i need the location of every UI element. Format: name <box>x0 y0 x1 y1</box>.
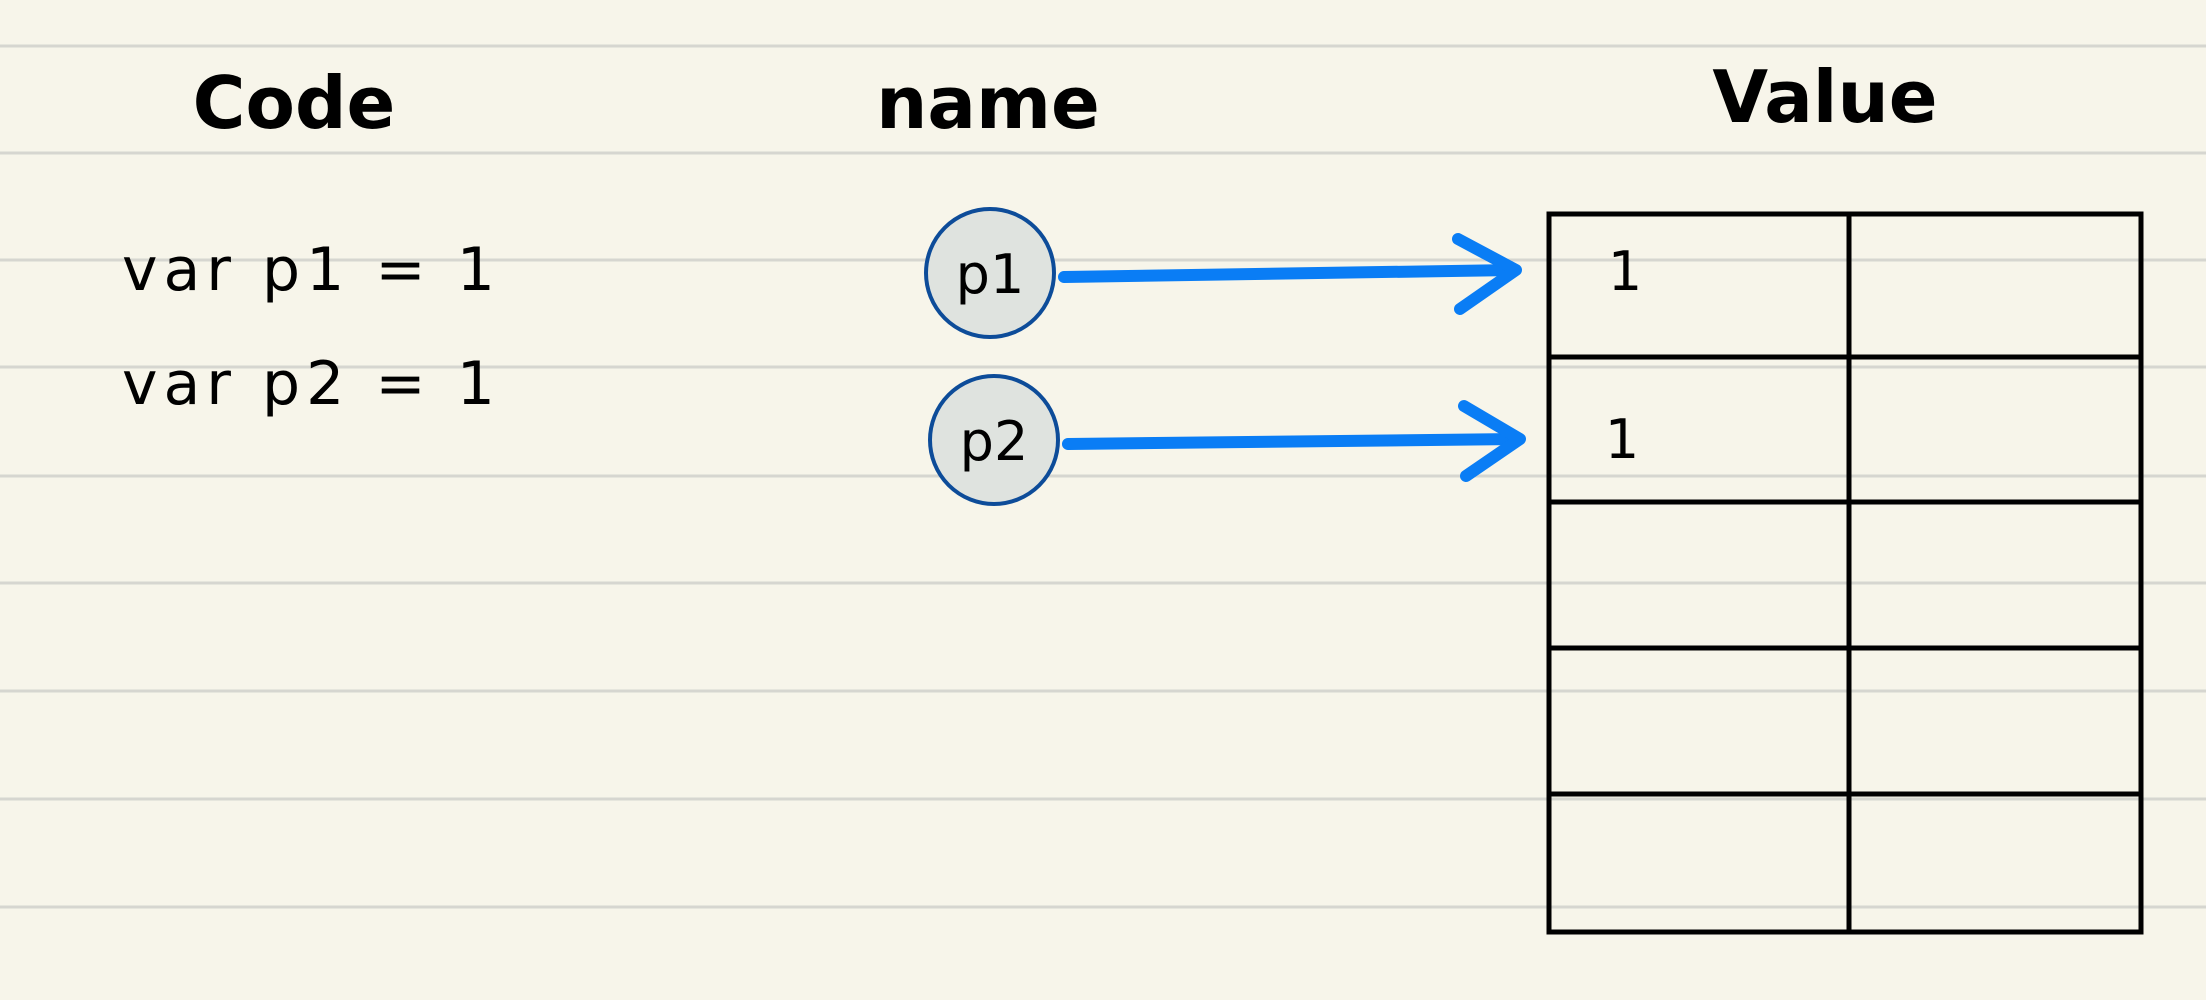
node-label-p2: p2 <box>960 410 1029 473</box>
arrow-shaft <box>1062 433 1524 450</box>
arrow-p2 <box>1062 400 1526 482</box>
arrow-p1 <box>1058 233 1522 315</box>
arrow-head <box>1458 400 1526 482</box>
node-circle <box>928 374 1060 506</box>
heading-value: Value <box>1712 55 1937 139</box>
arrow-head <box>1452 233 1522 315</box>
heading-name: name <box>876 61 1100 145</box>
heading-code: Code <box>193 61 396 145</box>
node-circle <box>924 207 1056 339</box>
value-table: 1 1 <box>1546 211 2144 935</box>
table-cell-r2-c1: 1 <box>1605 408 1639 471</box>
node-p2: p2 <box>928 374 1060 506</box>
node-p1: p1 <box>924 207 1056 339</box>
code-line-2: var p2 = 1 <box>122 349 501 419</box>
node-label-p1: p1 <box>956 243 1025 306</box>
code-line-1: var p1 = 1 <box>122 235 501 305</box>
ruled-lines <box>0 44 2206 909</box>
table-cell-r1-c1: 1 <box>1608 240 1642 303</box>
arrow-shaft <box>1058 264 1520 283</box>
table-border <box>1546 211 2144 935</box>
